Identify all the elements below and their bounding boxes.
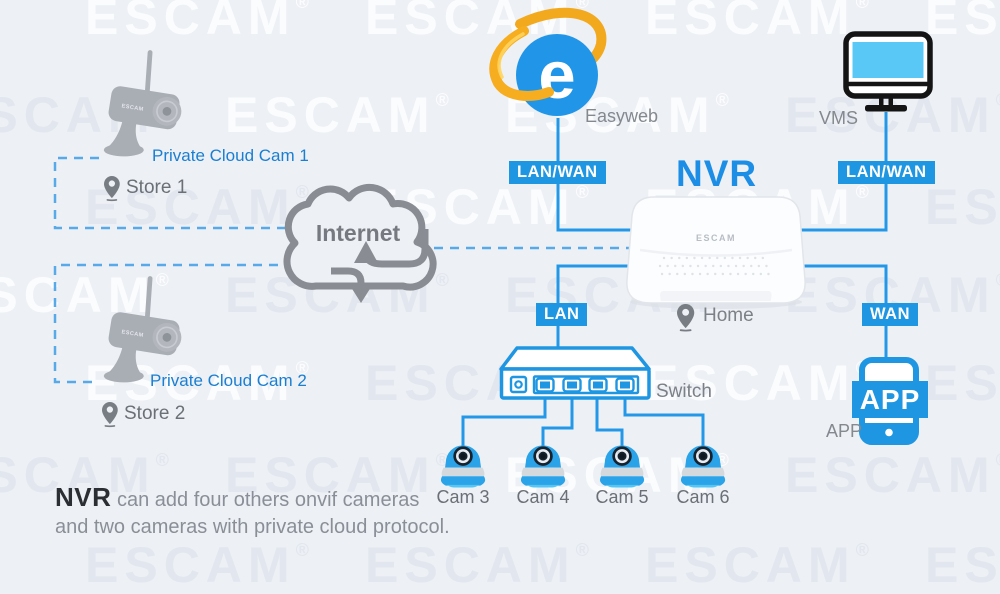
watermark: ESCAM®: [925, 0, 1000, 45]
easyweb-browser-icon: e: [489, 7, 607, 116]
vms-monitor-icon: [843, 31, 933, 112]
cam1-to-internet-line: [53, 156, 292, 230]
watermark: ESCAM®: [925, 179, 1000, 235]
nvr-brand-text: ESCAM: [696, 233, 736, 243]
vms-to-nvr-line: [798, 112, 888, 232]
switch-to-cam5-line: [595, 393, 624, 446]
dashed-connection-lines: [53, 156, 640, 384]
internet-cloud-icon: Internet: [283, 183, 437, 303]
dome-camera-6-icon: [679, 444, 727, 489]
dome-camera-3-icon: [439, 444, 487, 489]
solid-connection-lines: [461, 112, 888, 446]
sync-arrows-icon: [331, 229, 429, 303]
nvr-to-app-line: [798, 264, 888, 360]
watermark: ESCAM®: [645, 0, 869, 45]
bullet-camera-1-icon: [103, 49, 185, 158]
nvr-device: ESCAM: [626, 196, 806, 309]
cam2-to-internet-line: [53, 263, 294, 384]
dome-camera-4-icon: [519, 444, 567, 489]
store1-pin-icon: [103, 175, 121, 202]
dome-camera-5-icon: [598, 444, 646, 489]
watermark: ESCAM®: [925, 355, 1000, 411]
internet-label: Internet: [316, 220, 401, 246]
watermark: ESCAM®: [85, 0, 309, 45]
bullet-camera-2-icon: [103, 275, 185, 384]
watermark: ESCAM®: [0, 447, 169, 503]
switch-to-cam6-line: [623, 393, 705, 446]
app-badge-text: APP: [860, 384, 921, 415]
app-tablet-icon: APP: [852, 357, 928, 445]
watermark: ESCAM®: [645, 355, 869, 411]
switch-to-cam3-line: [461, 393, 547, 446]
switch-to-cam4-line: [541, 393, 574, 446]
watermark: ESCAM®: [85, 179, 309, 235]
ethernet-port-icons: [535, 377, 635, 393]
home-pin-icon: [676, 303, 696, 332]
easyweb-to-nvr-line: [556, 118, 636, 232]
store2-pin-icon: [101, 401, 119, 428]
switch-device: [499, 346, 651, 400]
nvr-to-switch-line: [556, 264, 636, 348]
watermark: ESCAM®: [785, 447, 1000, 503]
ie-e-glyph: e: [538, 38, 575, 113]
watermark: ESCAM®: [225, 87, 449, 143]
